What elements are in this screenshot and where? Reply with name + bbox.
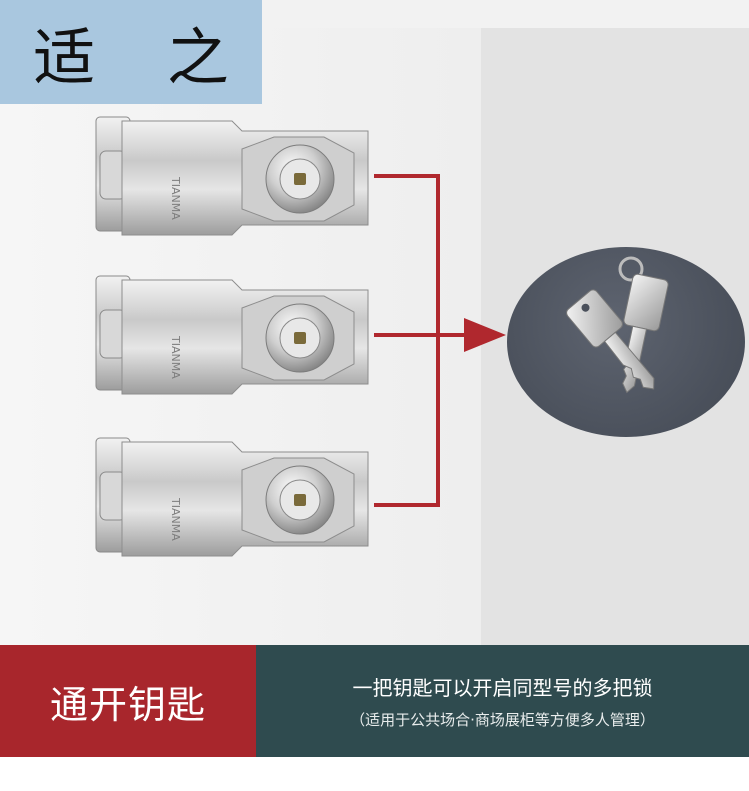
bottom-margin bbox=[0, 757, 749, 791]
banner-title: 通开钥匙 bbox=[49, 682, 206, 727]
feature-banner: 通开钥匙 一把钥匙可以开启同型号的多把锁 （适用于公共场合·商场展柜等方便多人管… bbox=[0, 645, 749, 757]
key-circle bbox=[507, 247, 745, 437]
hasp-lock-icon: TIANMA bbox=[92, 272, 374, 400]
brand-name: 适 之 bbox=[33, 21, 255, 94]
banner-subtext: （适用于公共场合·商场展柜等方便多人管理） bbox=[350, 711, 655, 729]
svg-text:TIANMA: TIANMA bbox=[169, 176, 182, 220]
banner-headline: 一把钥匙可以开启同型号的多把锁 bbox=[352, 676, 653, 700]
svg-text:TIANMA: TIANMA bbox=[169, 497, 182, 541]
banner-title-block: 通开钥匙 bbox=[0, 645, 256, 757]
hasp-lock-icon: TIANMA bbox=[92, 113, 374, 241]
key-icon bbox=[566, 256, 669, 394]
banner-description-block: 一把钥匙可以开启同型号的多把锁 （适用于公共场合·商场展柜等方便多人管理） bbox=[256, 645, 749, 757]
brand-logo: 适 之 bbox=[0, 0, 262, 104]
svg-text:TIANMA: TIANMA bbox=[169, 335, 182, 379]
hasp-lock-icon: TIANMA bbox=[92, 434, 374, 562]
